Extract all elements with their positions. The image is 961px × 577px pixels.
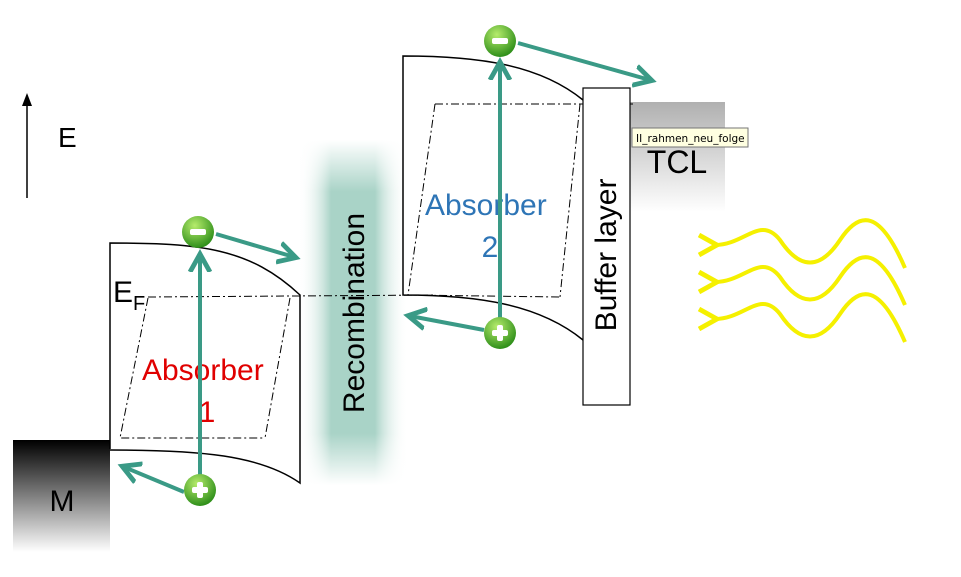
recombination-label: Recombination xyxy=(338,213,371,413)
electron-icon xyxy=(484,25,516,57)
electron-arrow-1 xyxy=(215,232,294,257)
absorber1-quasi-fermi xyxy=(119,297,291,439)
svg-text:II_rahmen_neu_folge: II_rahmen_neu_folge xyxy=(636,133,745,145)
hole-arrow-2 xyxy=(410,316,485,332)
absorber1-label: Absorber 1 xyxy=(142,354,272,429)
tooltip: II_rahmen_neu_folge xyxy=(631,127,749,148)
hole-arrow-1 xyxy=(124,467,185,494)
buffer-layer xyxy=(582,87,631,406)
light-wave-icon xyxy=(715,255,907,306)
fermi-label: EF xyxy=(113,276,145,315)
hole-icon xyxy=(484,317,516,349)
electron-icon xyxy=(182,216,214,248)
energy-axis-label: E xyxy=(58,122,77,153)
absorber2-label: Absorber 2 xyxy=(425,189,555,264)
buffer-layer-label: Buffer layer xyxy=(590,179,623,332)
hole-icon xyxy=(184,474,216,506)
tcl-label: TCL xyxy=(647,144,707,180)
metal-contact xyxy=(13,440,110,552)
light-wave-icon xyxy=(715,292,907,343)
recombination-zone xyxy=(298,140,408,485)
metal-label: M xyxy=(50,485,75,518)
tcl-layer xyxy=(630,102,725,212)
absorber1-band xyxy=(109,242,301,485)
light-wave-icon xyxy=(715,218,907,269)
electron-arrow-2 xyxy=(517,41,650,80)
absorber2-band xyxy=(402,55,584,341)
carrier-arrows xyxy=(124,41,650,494)
incident-light xyxy=(715,218,907,343)
